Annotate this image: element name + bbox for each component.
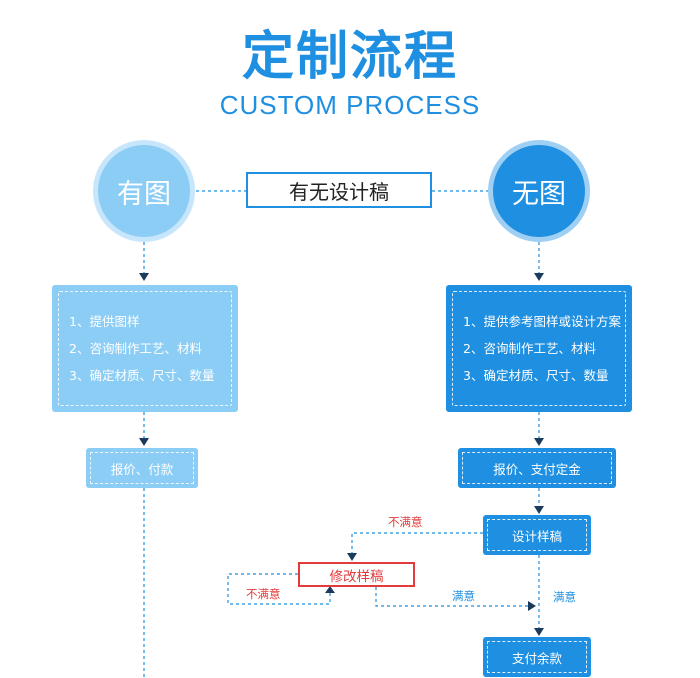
- left-steps-card: 1、提供图样 2、咨询制作工艺、材料 3、确定材质、尺寸、数量: [52, 285, 238, 412]
- connector-revise-loop: [227, 573, 331, 605]
- right-step-3: 3、确定材质、尺寸、数量: [463, 368, 609, 383]
- satisfied-label-design: 满意: [553, 590, 576, 604]
- arrow-right-1: [534, 273, 544, 281]
- final-payment-label: 支付余款: [487, 641, 587, 673]
- page-subtitle: CUSTOM PROCESS: [219, 90, 481, 120]
- right-steps-card: 1、提供参考图样或设计方案 2、咨询制作工艺、材料 3、确定材质、尺寸、数量: [446, 285, 632, 412]
- design-draft-box: 设计样稿: [483, 515, 591, 555]
- right-deposit-label: 报价、支付定金: [462, 452, 612, 484]
- left-payment-label: 报价、付款: [90, 452, 194, 484]
- has-design-circle: 有图: [98, 145, 190, 237]
- connector-revise-to-final: [375, 587, 528, 607]
- no-design-circle: 无图: [493, 145, 585, 237]
- arrow-right-3: [534, 506, 544, 514]
- arrow-to-final-path: [528, 601, 536, 611]
- connector-design-to-revise: [351, 532, 483, 553]
- arrow-left-1: [139, 273, 149, 281]
- left-step-2: 2、咨询制作工艺、材料: [69, 341, 202, 356]
- arrow-right-2: [534, 438, 544, 446]
- unsatisfied-label-top: 不满意: [388, 515, 423, 529]
- arrow-left-2: [139, 438, 149, 446]
- design-draft-label: 设计样稿: [487, 519, 587, 551]
- right-step-1: 1、提供参考图样或设计方案: [463, 314, 621, 329]
- satisfied-label-revise: 满意: [452, 589, 475, 603]
- arrow-to-revise: [347, 553, 357, 561]
- arrow-loop-up: [325, 586, 335, 593]
- design-question-box: 有无设计稿: [246, 172, 432, 208]
- arrow-right-4: [534, 628, 544, 636]
- page-title: 定制流程: [241, 27, 458, 87]
- left-payment-box: 报价、付款: [86, 448, 198, 488]
- left-step-3: 3、确定材质、尺寸、数量: [69, 368, 215, 383]
- final-payment-box: 支付余款: [483, 637, 591, 677]
- left-step-1: 1、提供图样: [69, 314, 140, 329]
- right-step-2: 2、咨询制作工艺、材料: [463, 341, 596, 356]
- revise-draft-box: 修改样稿: [298, 562, 415, 587]
- unsatisfied-label-loop: 不满意: [246, 587, 281, 601]
- right-deposit-box: 报价、支付定金: [458, 448, 616, 488]
